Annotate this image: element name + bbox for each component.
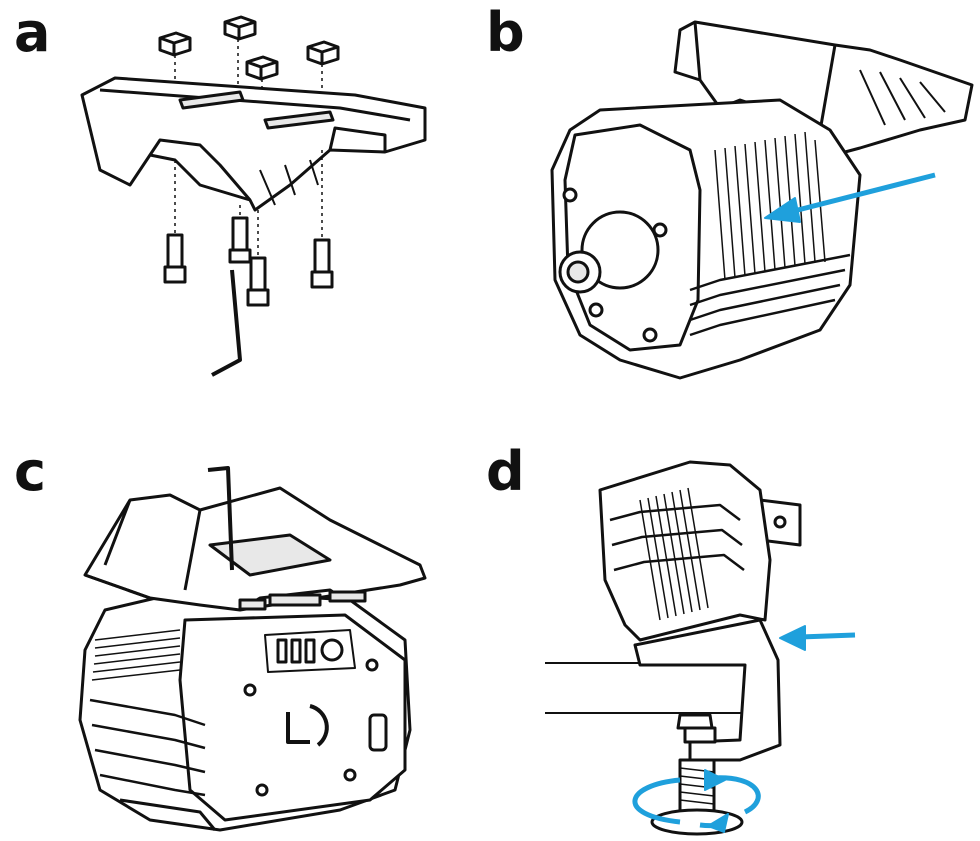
table-edge xyxy=(545,662,760,714)
wheel-base-motor xyxy=(550,98,862,380)
t-nut-icon xyxy=(306,40,340,66)
wheel-base-motor xyxy=(78,588,412,832)
screw-icon xyxy=(246,256,270,307)
table-clamp xyxy=(633,618,782,762)
t-nut-icon xyxy=(223,15,257,41)
panel-label-b: b xyxy=(486,1,525,64)
t-nut-icon xyxy=(245,55,279,81)
screw-icon xyxy=(228,216,252,264)
mount-bracket xyxy=(83,486,427,612)
panel-c-illustration xyxy=(78,466,427,832)
slide-arrow-icon xyxy=(764,172,936,223)
hex-key-icon xyxy=(207,466,234,571)
panel-d-illustration xyxy=(545,460,856,836)
screw-icon xyxy=(163,233,187,284)
wheel-base-motor xyxy=(598,460,772,642)
panel-b-illustration xyxy=(550,20,974,380)
t-nut-icon xyxy=(158,31,192,57)
panel-label-d: d xyxy=(486,440,525,503)
hex-key-icon xyxy=(211,269,242,377)
mount-bracket xyxy=(80,76,427,212)
logo-icon xyxy=(286,704,329,747)
panel-a-illustration xyxy=(80,15,427,377)
push-arrow-icon xyxy=(779,625,856,651)
panel-label-c: c xyxy=(14,440,47,503)
screw-icon xyxy=(310,238,334,289)
clamp-screw-icon xyxy=(650,758,744,836)
panel-label-a: a xyxy=(14,1,51,64)
